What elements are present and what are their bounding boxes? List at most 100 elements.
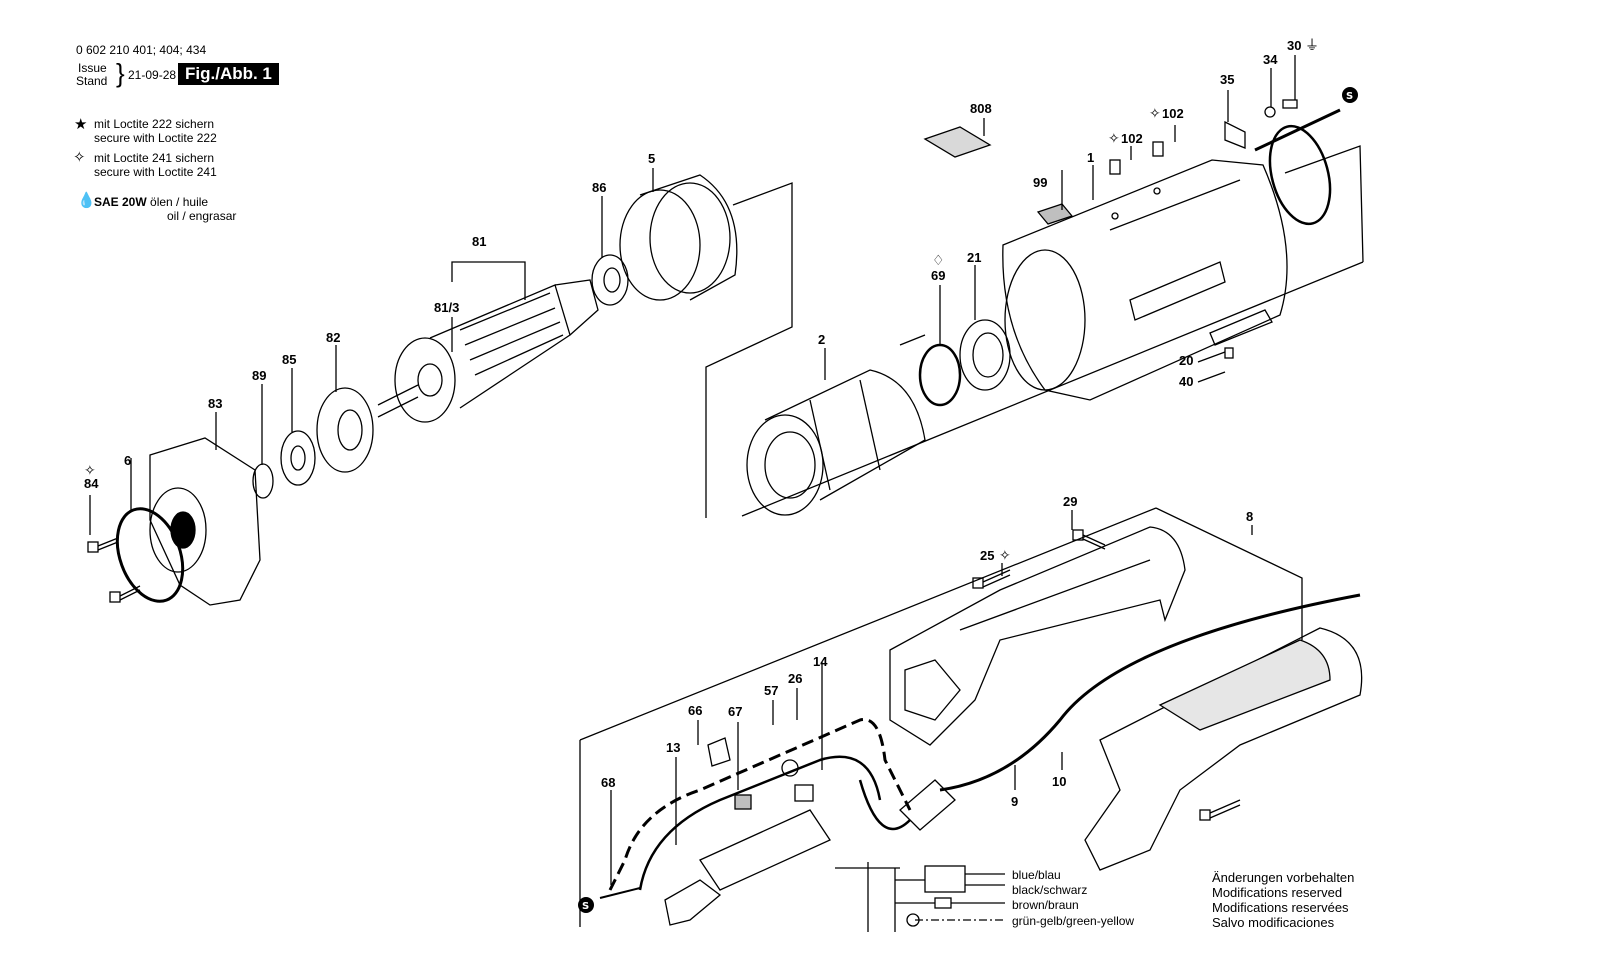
plate-82-bore (337, 409, 363, 451)
part-label-34: 34 (1263, 52, 1278, 67)
screw-29 (1072, 529, 1106, 550)
setscrew-102b (1152, 141, 1164, 157)
star-outline-icon: ✧ (1149, 106, 1161, 122)
legend-line: ölen / huile (150, 195, 209, 209)
oil-drop-icon: ♢ (932, 253, 945, 269)
screw-30 (1282, 99, 1298, 109)
part-label-35: 35 (1220, 72, 1234, 87)
wire-label-green-yellow: grün-gelb/green-yellow (1012, 914, 1134, 928)
brace-glyph: } (116, 58, 125, 88)
part-label-6: 6 (124, 453, 131, 468)
legend-loctite-222: mit Loctite 222 sichern secure with Loct… (94, 117, 217, 145)
star-outline-icon: ✧ (73, 149, 86, 166)
bearing-86-bore (603, 267, 621, 293)
part-label-10: 10 (1052, 774, 1066, 789)
cable-loop (1268, 124, 1332, 226)
figure-badge: Fig./Abb. 1 (178, 63, 279, 85)
part-label-83: 83 (208, 396, 222, 411)
star-outline-icon: ✧ (1108, 131, 1120, 147)
part-label-40: 40 (1179, 374, 1193, 389)
wiring-schematic (835, 862, 1005, 932)
s-marker-icon: S (1342, 87, 1358, 103)
part-label-30: 30 (1287, 38, 1301, 53)
screw-84b (109, 585, 141, 603)
leader (1197, 351, 1226, 363)
plate-20 (1209, 309, 1273, 346)
handle-shell-8 (889, 526, 1186, 746)
flange-bore (149, 487, 207, 573)
ring-21-bore (972, 332, 1004, 378)
leader (451, 261, 526, 300)
cable-9 (939, 593, 1361, 792)
note-line: Salvo modificaciones (1212, 915, 1335, 930)
cable-sleeve (899, 779, 956, 831)
cable-end (1254, 108, 1341, 152)
flange-83 (149, 437, 261, 606)
part-label-57: 57 (764, 683, 778, 698)
screw-grip (1199, 799, 1241, 821)
part-label-26: 26 (788, 671, 802, 686)
part-label-5: 5 (648, 151, 655, 166)
note-line: Änderungen vorbehalten (1212, 870, 1355, 885)
legend-oil-grade: SAE 20W (94, 195, 147, 209)
wire-harness-c (858, 779, 911, 831)
star-outline-icon: ✧ (84, 463, 96, 479)
plate-82 (316, 387, 374, 473)
oil-drop-icon: 💧 (77, 192, 96, 209)
frame-line (1155, 507, 1303, 640)
legend-loctite-241: mit Loctite 241 sichern secure with Loct… (94, 151, 217, 179)
wire-label-black: black/schwarz (1012, 883, 1087, 897)
part-label-69: 69 (931, 268, 945, 283)
legend-line: mit Loctite 222 sichern (94, 117, 215, 131)
part-label-29: 29 (1063, 494, 1077, 509)
legend-line: secure with Loctite 241 (94, 165, 217, 179)
note-line: Modifications reservées (1212, 900, 1349, 915)
flange-hole (170, 511, 196, 549)
part-label-89: 89 (252, 368, 266, 383)
svg-text:S: S (1346, 91, 1353, 102)
bearing-85 (280, 430, 316, 486)
field-coil-2 (746, 334, 926, 516)
part-label-20: 20 (1179, 353, 1193, 368)
issue-date: 21-09-28 (128, 68, 177, 82)
frame-line (1284, 145, 1364, 263)
star-filled-icon: ★ (74, 116, 88, 133)
bearing-85-bore (290, 445, 306, 471)
part-label-2: 2 (818, 332, 825, 347)
part-label-81: 81 (472, 234, 486, 249)
part-label-102b: 102 (1162, 106, 1184, 121)
part-label-9: 9 (1011, 794, 1018, 809)
part-label-82: 82 (326, 330, 340, 345)
note-line: Modifications reserved (1212, 885, 1343, 900)
o-ring-69 (918, 343, 962, 407)
part-label-102a: 102 (1121, 131, 1143, 146)
issue-label: Issue (78, 61, 107, 75)
o-ring-6 (115, 507, 185, 603)
stand-label: Stand (76, 74, 108, 88)
modification-notes: Änderungen vorbehalten Modifications res… (1212, 870, 1354, 930)
screw-84 (87, 537, 119, 553)
clamp-35 (1224, 120, 1246, 149)
wire-harness-a (608, 718, 912, 891)
legend-line: mit Loctite 241 sichern (94, 151, 215, 165)
ring-89 (252, 463, 274, 499)
wire-label-blue: blue/blau (1012, 868, 1061, 882)
frame-line (705, 182, 793, 518)
part-label-68: 68 (601, 775, 615, 790)
label-808 (923, 126, 992, 158)
frame-line (579, 507, 1157, 741)
ground-icon: ⏚ (1305, 38, 1319, 54)
part-label-67: 67 (728, 704, 742, 719)
star-outline-icon: ✧ (999, 548, 1011, 564)
wire-harness-b (638, 755, 882, 891)
part-label-25: 25 (980, 548, 994, 563)
housing-1 (1002, 159, 1288, 401)
part-label-85: 85 (282, 352, 296, 367)
screw-40 (1224, 347, 1234, 359)
part-label-808: 808 (970, 101, 992, 116)
part-label-8: 8 (1246, 509, 1253, 524)
part-label-84: 84 (84, 476, 99, 491)
part-label-13: 13 (666, 740, 680, 755)
part-label-99: 99 (1033, 175, 1047, 190)
